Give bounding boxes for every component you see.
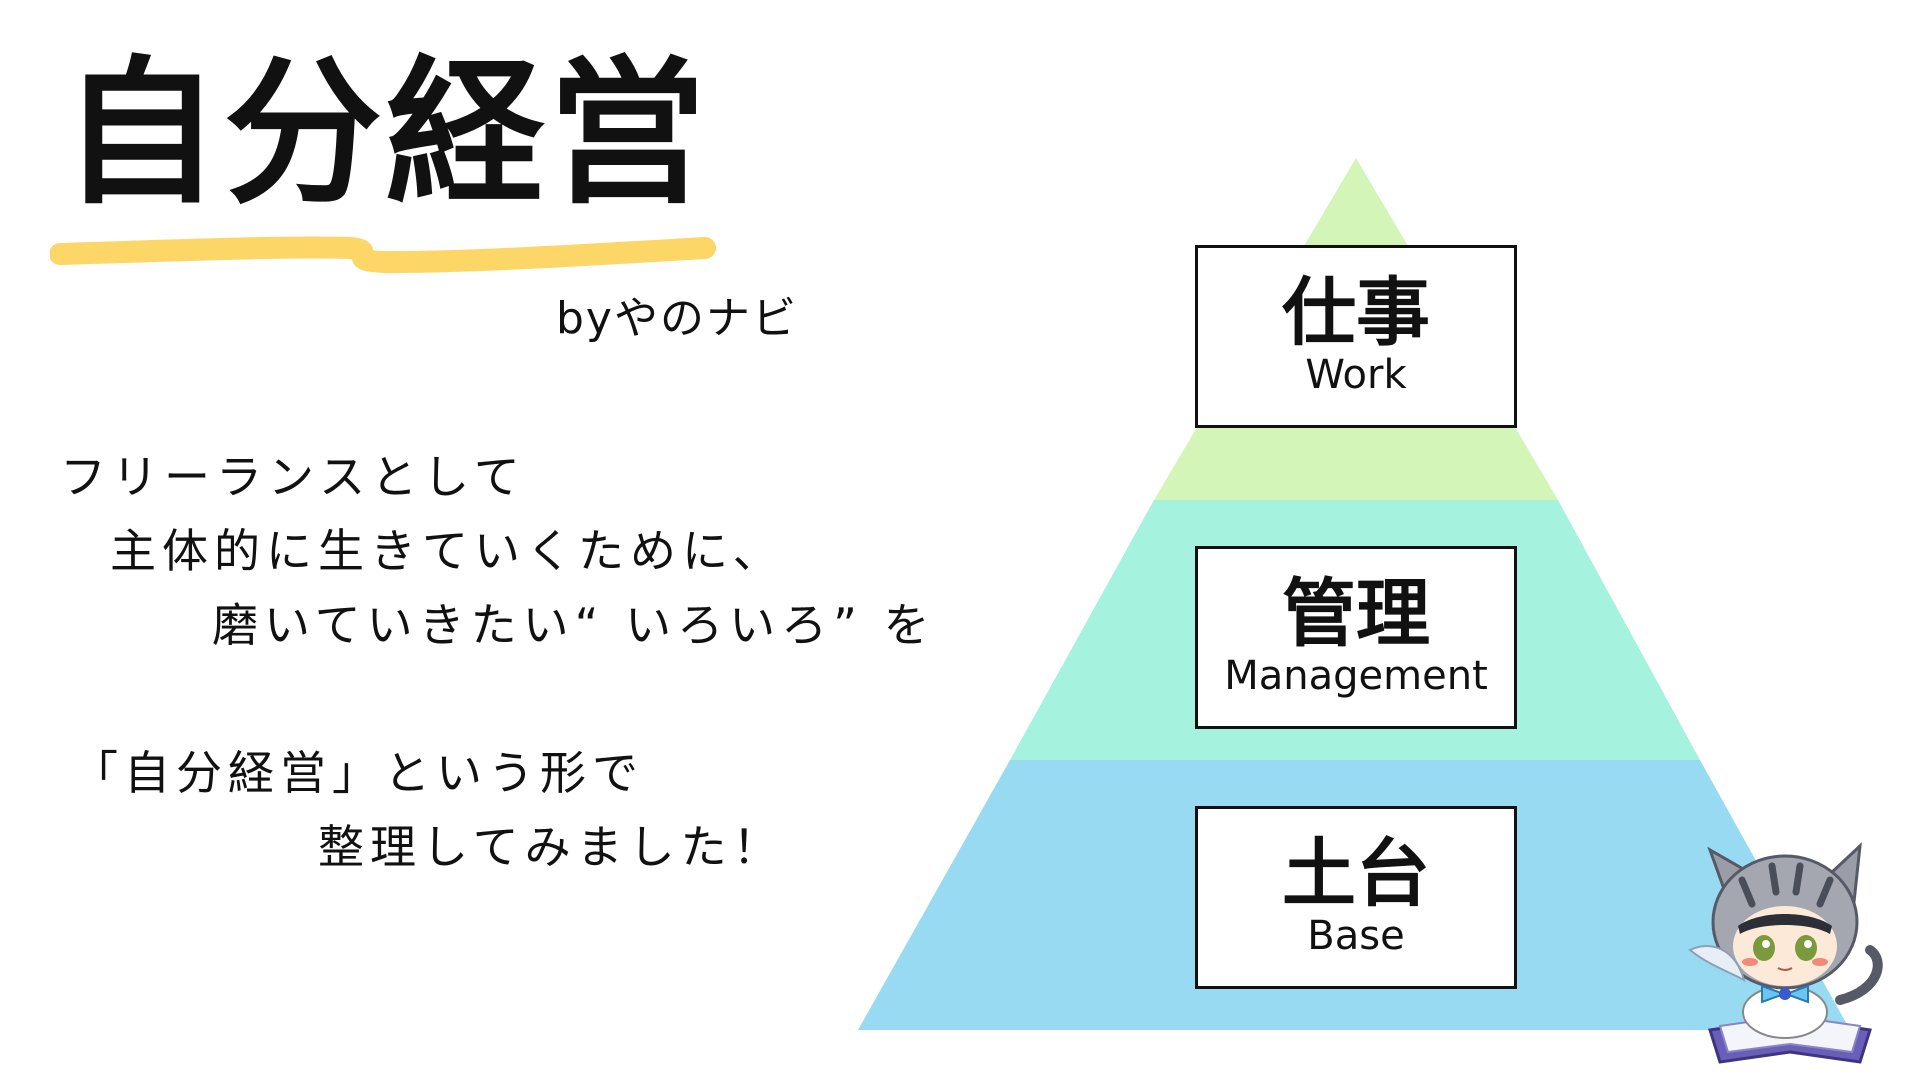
tier-work-jp: 仕事: [1282, 269, 1430, 356]
tier-management-jp: 管理: [1282, 570, 1430, 657]
tier-management-en: Management: [1224, 653, 1488, 700]
tier-box-work: 仕事 Work: [1195, 245, 1517, 428]
byline: byやのナビ: [556, 293, 798, 344]
intro-line-2: 主体的に生きていくために、: [110, 524, 785, 578]
tier-base-jp: 土台: [1282, 830, 1430, 917]
tier-box-management: 管理 Management: [1195, 546, 1517, 729]
intro-text: フリーランスとして 主体的に生きていくために、 磨いていきたい“ いろいろ” を…: [60, 440, 936, 884]
page-title: 自分経営: [62, 42, 710, 226]
intro-line-1: フリーランスとして: [60, 450, 526, 504]
tier-work-en: Work: [1305, 352, 1407, 399]
tier-base-en: Base: [1307, 913, 1405, 960]
intro-line-5: 「自分経営」という形で: [72, 746, 644, 800]
title-highlight-stroke: [50, 236, 716, 273]
cat-mascot-icon: [1688, 842, 1883, 1064]
tier-box-base: 土台 Base: [1195, 806, 1517, 989]
intro-line-3: 磨いていきたい“ いろいろ” を: [212, 598, 936, 652]
intro-line-6: 整理してみました！: [318, 820, 785, 874]
